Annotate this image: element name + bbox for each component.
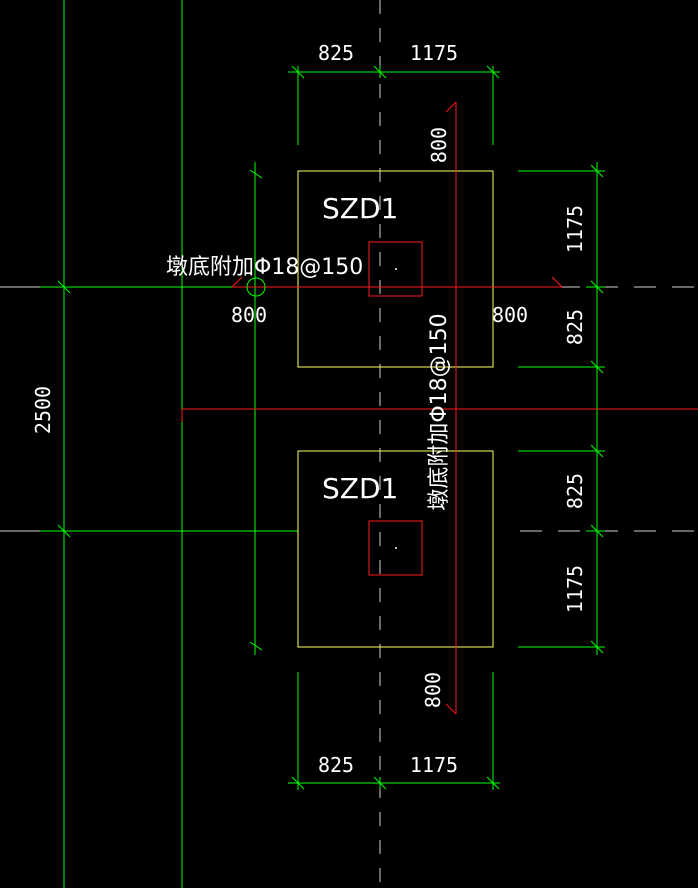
- top-offset-dim: 800: [427, 127, 451, 163]
- tick: [486, 776, 500, 790]
- tick: [590, 360, 604, 374]
- footing-outline: [297, 450, 494, 648]
- pier-center-mark: [395, 547, 397, 549]
- tick: [590, 280, 604, 294]
- rebar-hook: [231, 276, 243, 288]
- tick: [373, 776, 387, 790]
- rebar-marker-circle: [246, 277, 266, 297]
- right-dim-lower-1: 825: [563, 473, 587, 509]
- right-dim-upper-2: 825: [563, 309, 587, 345]
- tick: [57, 524, 71, 538]
- tick: [291, 65, 305, 79]
- tick: [486, 65, 500, 79]
- rebar-note-vertical: 墩底附加Φ18@150: [427, 313, 452, 510]
- bottom-offset-dim: 800: [421, 672, 445, 708]
- top-dim-right: 1175: [410, 41, 458, 65]
- rebar-hook: [445, 703, 457, 715]
- tick: [590, 444, 604, 458]
- right-dim-upper-1: 1175: [563, 205, 587, 253]
- pier-outline: [368, 520, 423, 576]
- left-total-dim: 2500: [31, 386, 55, 434]
- tick: [590, 524, 604, 538]
- footing-label: SZD1: [322, 472, 398, 505]
- left-vertical-lines: [63, 0, 263, 888]
- footing-label: SZD1: [322, 192, 398, 225]
- tick: [590, 640, 604, 654]
- rebar-hook: [551, 276, 563, 288]
- footing-upper: SZD1: [297, 170, 494, 368]
- tick: [373, 65, 387, 79]
- bottom-dim-right: 1175: [410, 753, 458, 777]
- top-dim-left: 825: [318, 41, 354, 65]
- right-offset-dim: 800: [492, 303, 528, 327]
- right-dim-lower-2: 1175: [563, 565, 587, 613]
- bottom-dimension: 825 1175: [288, 672, 500, 790]
- bottom-dim-left: 825: [318, 753, 354, 777]
- rebar-note-horizontal: 墩底附加Φ18@150: [166, 255, 363, 280]
- left-offset-dim: 800: [231, 303, 267, 327]
- tick: [590, 164, 604, 178]
- tick: [249, 169, 263, 179]
- additional-rebar: [181, 101, 698, 715]
- tick: [57, 280, 71, 294]
- footing-outline: [297, 170, 494, 368]
- pier-center-mark: [395, 268, 397, 270]
- tick: [291, 776, 305, 790]
- pier-outline: [368, 241, 423, 297]
- rebar-hook: [445, 101, 457, 113]
- tick: [249, 641, 263, 651]
- footing-lower: SZD1: [297, 450, 494, 648]
- top-dimension: 825 1175: [288, 41, 500, 145]
